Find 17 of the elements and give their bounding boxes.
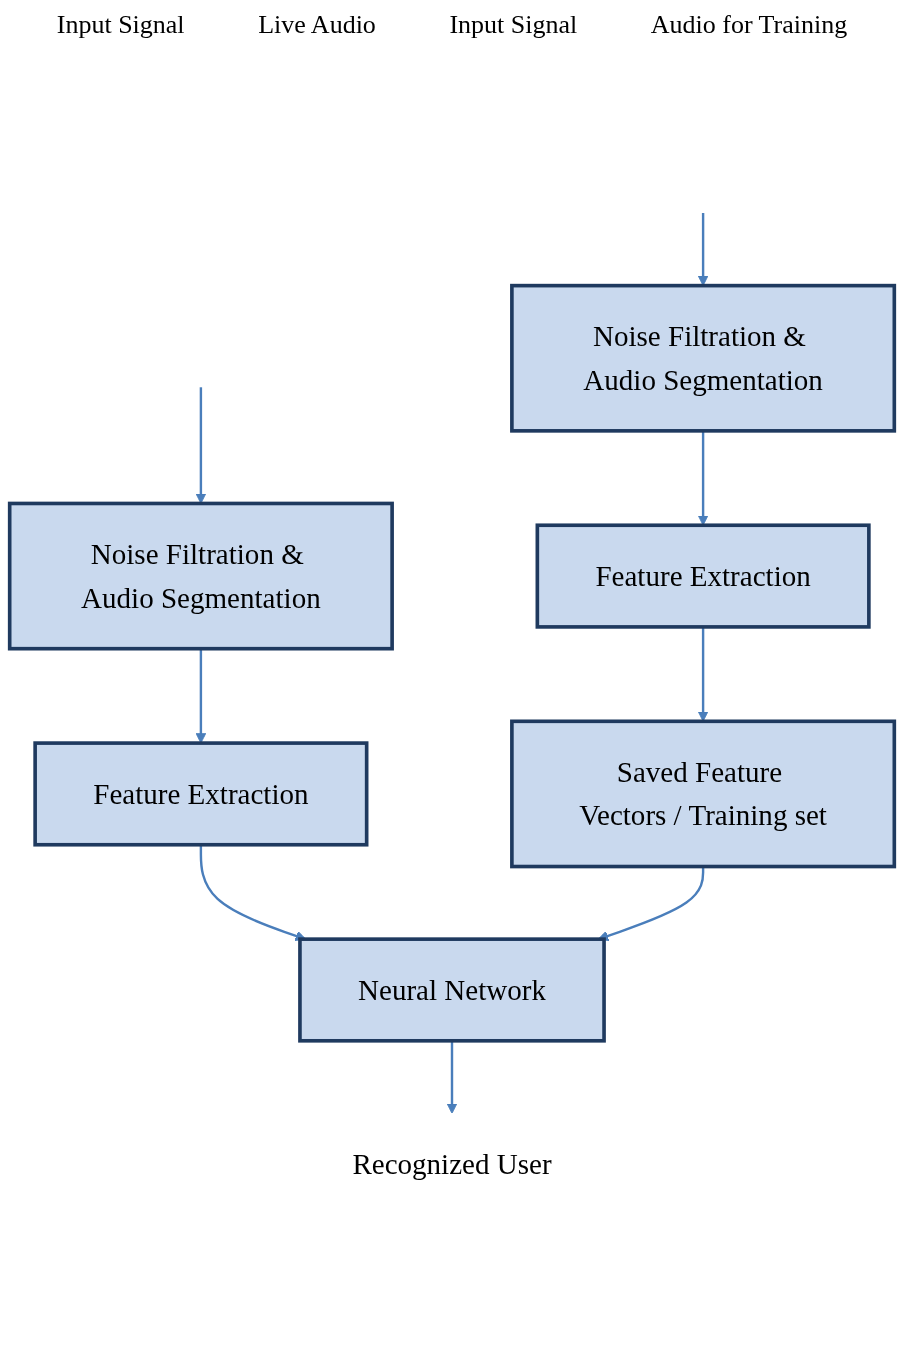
input-label: Input Signal bbox=[56, 10, 185, 40]
arrow bbox=[697, 430, 709, 526]
arrow bbox=[199, 844, 306, 942]
node-box: Neural Network bbox=[298, 937, 606, 1043]
node-text: Recognized User bbox=[352, 1148, 552, 1180]
node-box: Noise Filtration & Audio Segmentation bbox=[510, 283, 897, 433]
input-label: Audio for Training bbox=[650, 10, 848, 40]
node-box: Noise Filtration & Audio Segmentation bbox=[7, 501, 394, 651]
node-box: Feature Extraction bbox=[33, 741, 369, 847]
input-label: Live Audio bbox=[258, 10, 376, 40]
arrow bbox=[446, 1040, 458, 1114]
input-label: Input Signal bbox=[449, 10, 578, 40]
node-box: Feature Extraction bbox=[535, 523, 871, 629]
arrow bbox=[195, 648, 207, 744]
node-box: Saved Feature Vectors / Training set bbox=[510, 719, 897, 869]
arrow bbox=[195, 387, 207, 504]
arrow bbox=[697, 626, 709, 722]
